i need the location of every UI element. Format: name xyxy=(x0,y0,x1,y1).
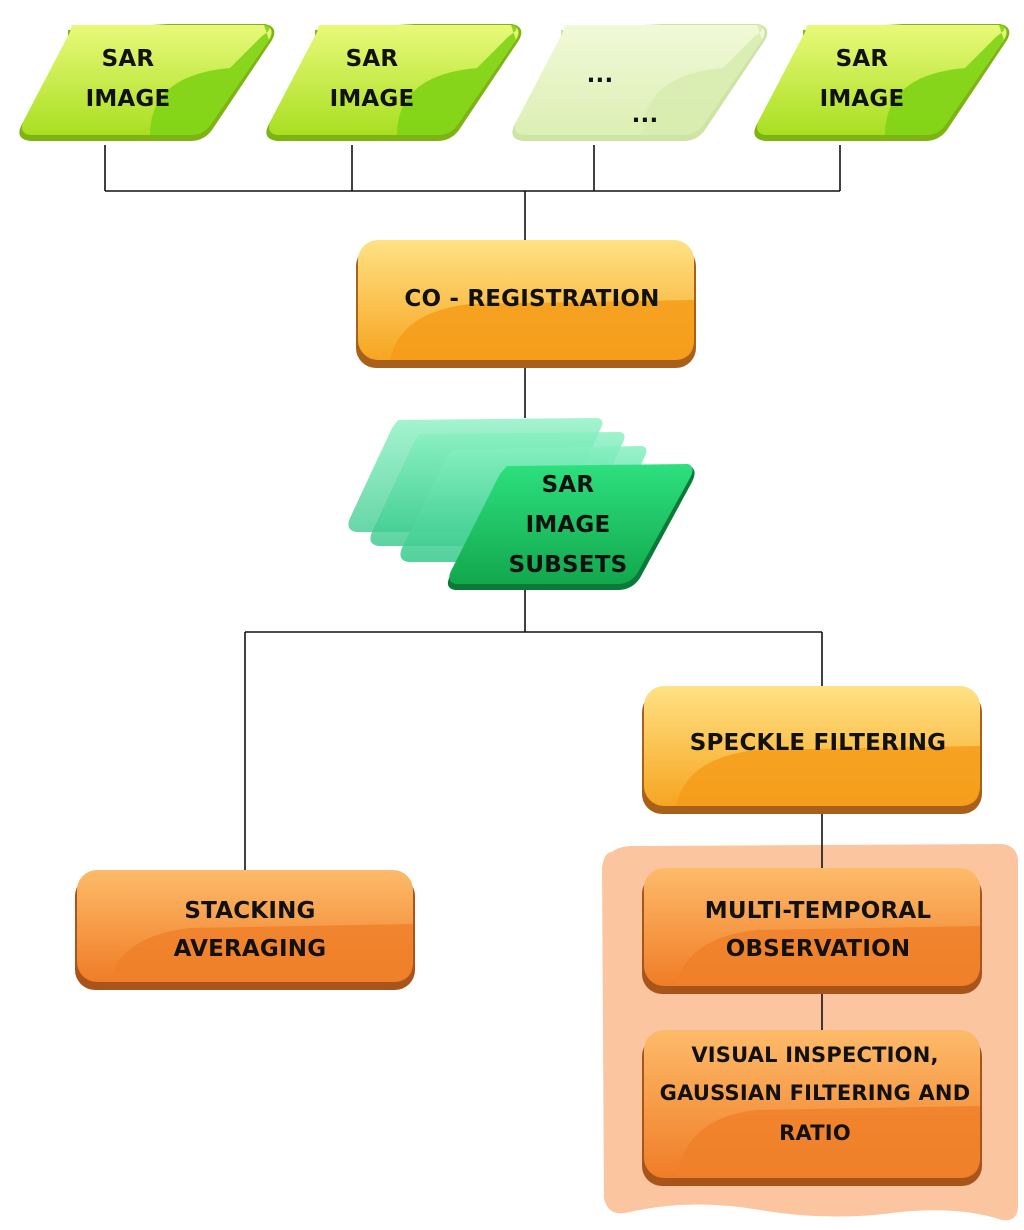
subsets-line2: IMAGE xyxy=(526,512,611,538)
input-sar-image-4: SAR IMAGE xyxy=(754,24,1010,141)
multitemporal-line1: MULTI-TEMPORAL xyxy=(705,898,932,924)
coregistration-box: CO - REGISTRATION xyxy=(356,240,696,368)
input-sar-image-1: SAR IMAGE xyxy=(19,24,275,141)
input-2-line2: IMAGE xyxy=(330,86,415,112)
speckle-filtering-box: SPECKLE FILTERING xyxy=(642,686,982,814)
connectors xyxy=(104,145,841,1030)
stacking-line1: STACKING xyxy=(184,898,315,924)
coregistration-label: CO - REGISTRATION xyxy=(404,286,659,312)
input-2-line1: SAR xyxy=(346,46,399,72)
subsets-line3: SUBSETS xyxy=(509,552,628,578)
input-sar-image-placeholder: ... ... xyxy=(512,24,768,141)
multitemporal-box: MULTI-TEMPORAL OBSERVATION xyxy=(642,868,982,994)
placeholder-line1: ... xyxy=(587,62,614,88)
input-4-line1: SAR xyxy=(836,46,889,72)
speckle-filtering-label: SPECKLE FILTERING xyxy=(690,730,947,756)
placeholder-line2: ... xyxy=(632,102,659,128)
input-4-line2: IMAGE xyxy=(820,86,905,112)
visual-inspection-box: VISUAL INSPECTION, GAUSSIAN FILTERING AN… xyxy=(642,1030,982,1186)
input-sar-image-2: SAR IMAGE xyxy=(266,24,522,141)
visual-line3: RATIO xyxy=(779,1121,851,1145)
input-1-line2: IMAGE xyxy=(86,86,171,112)
subsets-line1: SAR xyxy=(542,472,595,498)
input-1-line1: SAR xyxy=(102,46,155,72)
multitemporal-line2: OBSERVATION xyxy=(726,936,911,962)
stacking-averaging-box: STACKING AVERAGING xyxy=(75,870,415,990)
visual-line2: GAUSSIAN FILTERING AND xyxy=(660,1081,971,1105)
visual-line1: VISUAL INSPECTION, xyxy=(691,1043,938,1067)
sar-subsets-stack: SAR IMAGE SUBSETS xyxy=(348,418,695,590)
stacking-line2: AVERAGING xyxy=(174,936,327,962)
